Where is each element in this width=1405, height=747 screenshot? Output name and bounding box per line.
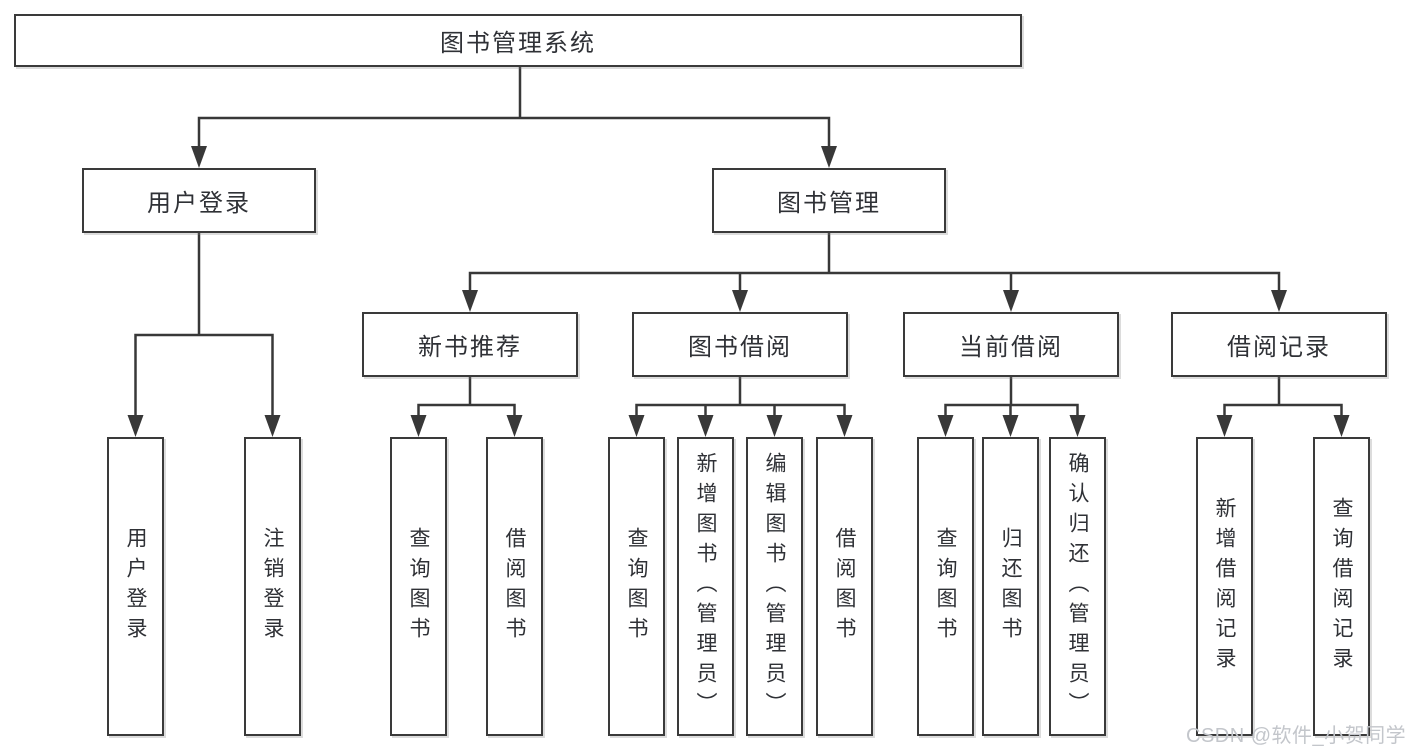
leaf-confirm-return-admin: 确认归还（管理员） — [1049, 437, 1106, 736]
connector-book-management-branch — [468, 231, 1281, 296]
node-borrow-records-label: 借阅记录 — [1227, 334, 1331, 361]
leaf-add-books-admin: 新增图书（管理员） — [677, 437, 734, 736]
csdn-watermark: CSDN @软件_小贺同学 — [1186, 725, 1405, 747]
node-new-book-recommend-label: 新书推荐 — [418, 334, 522, 361]
leaf-query-borrow-record: 查询借阅记录 — [1313, 437, 1370, 736]
leaf-return-books: 归还图书 — [982, 437, 1039, 736]
node-root-label: 图书管理系统 — [440, 30, 596, 57]
node-root-system: 图书管理系统 — [14, 14, 1022, 67]
leaf-edit-books-admin: 编辑图书（管理员） — [746, 437, 803, 736]
leaf-logout: 注销登录 — [244, 437, 301, 736]
connector-borrow-records-group — [1223, 375, 1343, 421]
leaf-confirm-return-admin-label: 确认归还（管理员） — [1066, 451, 1089, 722]
node-book-borrow: 图书借阅 — [632, 312, 848, 377]
node-book-borrow-label: 图书借阅 — [688, 334, 792, 361]
node-current-borrow-label: 当前借阅 — [959, 334, 1063, 361]
node-user-login: 用户登录 — [82, 168, 316, 233]
connector-current-borrow-group — [944, 375, 1079, 421]
leaf-query-books-borrow: 查询图书 — [608, 437, 665, 736]
leaf-borrow-books-label: 借阅图书 — [833, 526, 856, 647]
leaf-query-borrow-record-label: 查询借阅记录 — [1330, 496, 1353, 677]
leaf-query-books-borrow-label: 查询图书 — [625, 526, 648, 647]
leaf-query-books-recommend: 查询图书 — [390, 437, 447, 736]
leaf-logout-label: 注销登录 — [261, 526, 284, 647]
node-user-login-label: 用户登录 — [147, 190, 251, 217]
leaf-query-books-current-label: 查询图书 — [934, 526, 957, 647]
leaf-query-books-recommend-label: 查询图书 — [407, 526, 430, 647]
connector-root-to-level2 — [197, 65, 831, 152]
node-new-book-recommend: 新书推荐 — [362, 312, 578, 377]
leaf-add-borrow-record: 新增借阅记录 — [1196, 437, 1253, 736]
connector-user-login-branch — [134, 231, 274, 421]
node-book-management: 图书管理 — [712, 168, 946, 233]
leaf-add-borrow-record-label: 新增借阅记录 — [1213, 496, 1236, 677]
leaf-edit-books-admin-label: 编辑图书（管理员） — [763, 451, 786, 722]
leaf-return-books-label: 归还图书 — [999, 526, 1022, 647]
node-current-borrow: 当前借阅 — [903, 312, 1119, 377]
connector-book-borrow-group — [635, 375, 846, 421]
leaf-borrow-books-recommend: 借阅图书 — [486, 437, 543, 736]
node-book-management-label: 图书管理 — [777, 190, 881, 217]
leaf-add-books-admin-label: 新增图书（管理员） — [694, 451, 717, 722]
leaf-borrow-books: 借阅图书 — [816, 437, 873, 736]
leaf-user-login-label: 用户登录 — [124, 526, 147, 647]
leaf-user-login: 用户登录 — [107, 437, 164, 736]
leaf-borrow-books-recommend-label: 借阅图书 — [503, 526, 526, 647]
leaf-query-books-current: 查询图书 — [917, 437, 974, 736]
connector-new-book-group — [417, 375, 516, 421]
node-borrow-records: 借阅记录 — [1171, 312, 1387, 377]
